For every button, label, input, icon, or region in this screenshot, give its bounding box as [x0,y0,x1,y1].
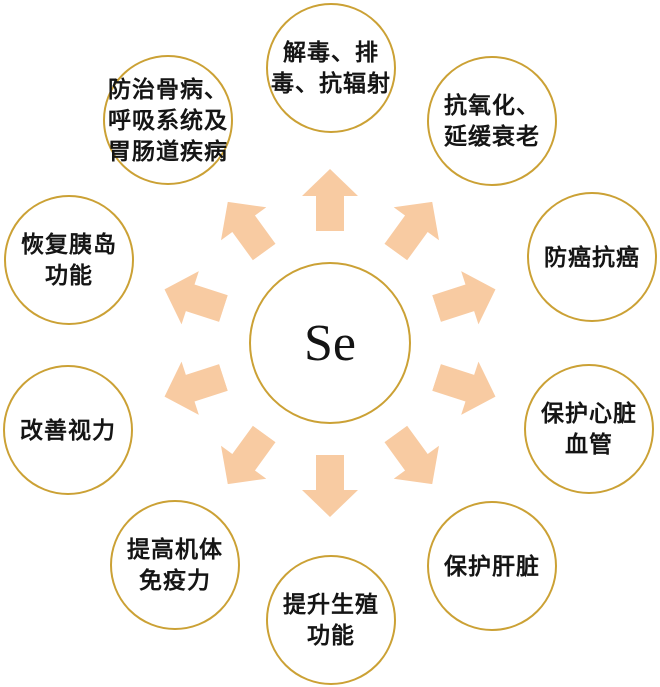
benefit-node-liver: 保护肝脏 [427,501,557,631]
radial-arrow-right-down-icon [428,351,504,423]
benefit-node-label-line: 抗氧化、 [444,93,540,118]
benefit-node-pancreatic-islet: 恢复胰岛功能 [4,195,134,325]
radial-arrow-up-right-icon [373,186,455,269]
radial-arrow-up-icon [302,169,358,231]
benefit-node-label-line: 毒、抗辐射 [271,71,391,96]
benefit-node-label-line: 免疫力 [139,568,211,593]
benefit-node-label-line: 保护肝脏 [444,553,540,579]
radial-arrow-down-icon [302,455,358,517]
radial-arrow-left-down-icon [156,351,232,423]
radial-arrow-left-up-icon [156,263,232,335]
benefit-node-label-line: 延缓衰老 [444,124,540,149]
benefit-node-label-line: 胃肠道疾病 [108,138,228,164]
benefit-node-label-line: 呼吸系统及 [108,107,228,133]
center-label: Se [304,314,356,372]
benefit-node-reproductive: 提升生殖功能 [266,555,396,685]
benefit-node-detox-radiation: 解毒、排毒、抗辐射 [266,3,396,133]
benefit-node-heart-vessels: 保护心脏血管 [524,364,654,494]
benefit-node-label-line: 血管 [565,432,613,457]
radial-arrow-up-left-icon [205,186,287,269]
center-node-se: Se [249,262,411,424]
benefit-node-label-line: 保护心脏 [541,401,637,426]
benefit-node-bone-respiratory-gi: 防治骨病、呼吸系统及胃肠道疾病 [103,55,233,185]
benefit-node-label-line: 改善视力 [20,417,116,443]
benefit-node-vision: 改善视力 [3,365,133,495]
benefit-node-label-line: 防癌抗癌 [544,244,640,270]
benefit-node-label-line: 提高机体 [127,537,223,562]
benefit-node-anti-cancer: 防癌抗癌 [527,192,657,322]
benefit-node-label-line: 防治骨病、 [108,76,228,102]
benefit-node-immunity: 提高机体免疫力 [110,500,240,630]
radial-arrow-down-left-icon [205,417,287,500]
benefit-node-label-line: 提升生殖 [283,592,379,617]
radial-arrow-down-right-icon [373,417,455,500]
benefit-node-label-line: 功能 [45,263,93,288]
radial-arrow-right-up-icon [428,263,504,335]
benefit-node-antioxidant-aging: 抗氧化、延缓衰老 [427,56,557,186]
benefit-node-label-line: 恢复胰岛 [21,232,117,257]
benefit-node-label-line: 解毒、排 [283,40,379,65]
benefit-node-label-line: 功能 [307,623,355,648]
